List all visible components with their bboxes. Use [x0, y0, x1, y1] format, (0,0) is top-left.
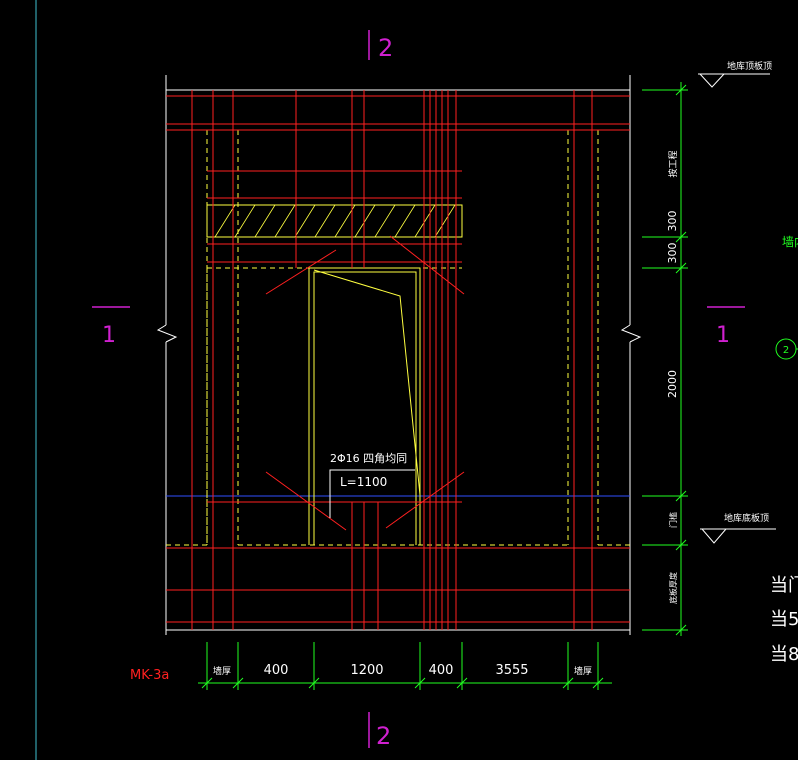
rebar-note-line2: L=1100	[340, 475, 387, 489]
elevation-label-top: 地库顶板顶	[727, 60, 772, 72]
section-mark-top: 2	[368, 30, 393, 62]
detail-bubble: 2	[775, 338, 798, 360]
vdim-label-5: 底板厚度	[668, 572, 678, 604]
hdim-label-3: 400	[429, 663, 454, 678]
right-cut-text-0: 墙内	[782, 235, 798, 249]
right-cut-text-1: 当门框	[770, 575, 798, 596]
hdim-label-1: 400	[264, 663, 289, 678]
section-mark-bottom: 2	[368, 712, 391, 750]
hdim-label-2: 1200	[350, 663, 383, 678]
rebar-vertical	[191, 90, 593, 630]
elevation-marker-top	[698, 73, 770, 88]
hdim-label-4: 3555	[495, 663, 528, 678]
svg-text:1: 1	[102, 323, 116, 348]
hdim-label-5: 墙厚	[574, 665, 592, 677]
hdim-label-0: 墙厚	[213, 665, 231, 677]
wall-edge-dashed	[166, 129, 630, 546]
vertical-dimension	[642, 82, 688, 636]
lintel-hatch	[206, 204, 463, 238]
vdim-label-4: 门槛	[668, 512, 678, 528]
right-cut-text-2: 当50	[770, 609, 798, 630]
vdim-label-0: 按工程	[667, 150, 679, 177]
elevation-label-bottom: 地库底板顶	[724, 512, 769, 524]
vdim-label-2: 300	[666, 243, 679, 264]
svg-text:2: 2	[783, 345, 789, 356]
drawing-id: MK-3a	[130, 668, 169, 683]
section-mark-left: 1	[92, 306, 130, 348]
section-mark-right: 1	[707, 306, 745, 348]
wall-outline	[156, 75, 642, 635]
rebar-diagonal	[265, 235, 465, 531]
svg-text:1: 1	[716, 323, 730, 348]
lintel-hatch-lines	[214, 204, 456, 238]
svg-text:2: 2	[376, 722, 391, 750]
right-cut-text-3: 当80	[770, 644, 798, 665]
rebar-note-line1: 2Φ16 四角均同	[330, 452, 407, 465]
vdim-label-3: 2000	[666, 370, 679, 398]
rebar-note-leader	[329, 469, 415, 518]
horizontal-dimension	[198, 642, 612, 690]
rebar-horizontal	[166, 95, 630, 623]
svg-text:2: 2	[378, 34, 393, 62]
elevation-marker-bottom	[700, 528, 776, 544]
vdim-label-1: 300	[666, 211, 679, 232]
